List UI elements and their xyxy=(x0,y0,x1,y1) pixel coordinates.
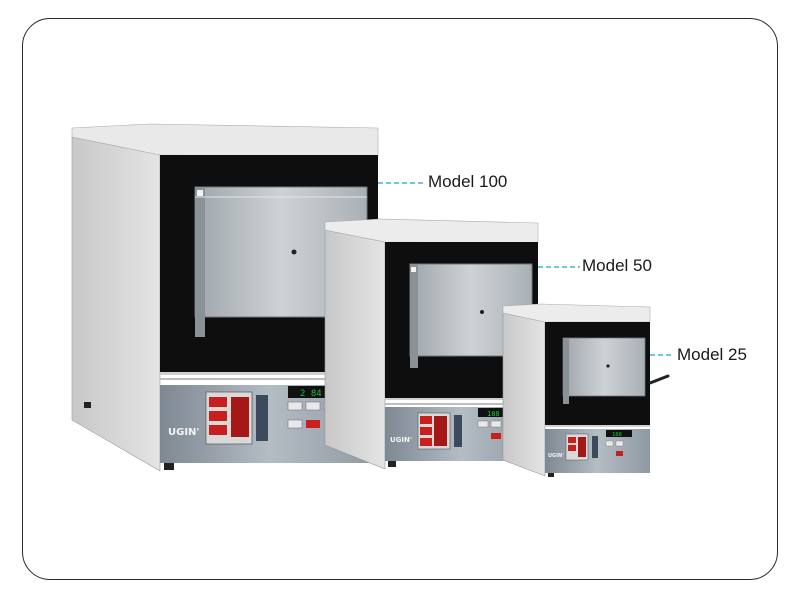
furnace-model-25: 188 UGIN' xyxy=(502,303,670,477)
brand-logo-100: UGIN' xyxy=(168,427,199,438)
temperature-display-50: 188 xyxy=(487,410,500,418)
temperature-display-100: 2 84 xyxy=(300,389,322,399)
model-25-label: Model 25 xyxy=(677,345,747,364)
brand-logo-50: UGIN' xyxy=(390,436,412,444)
model-100-label: Model 100 xyxy=(428,172,508,191)
model-50-label: Model 50 xyxy=(582,256,652,275)
temperature-display-25: 188 xyxy=(612,432,622,438)
image-frame xyxy=(22,18,778,580)
brand-logo-25: UGIN' xyxy=(548,453,564,459)
